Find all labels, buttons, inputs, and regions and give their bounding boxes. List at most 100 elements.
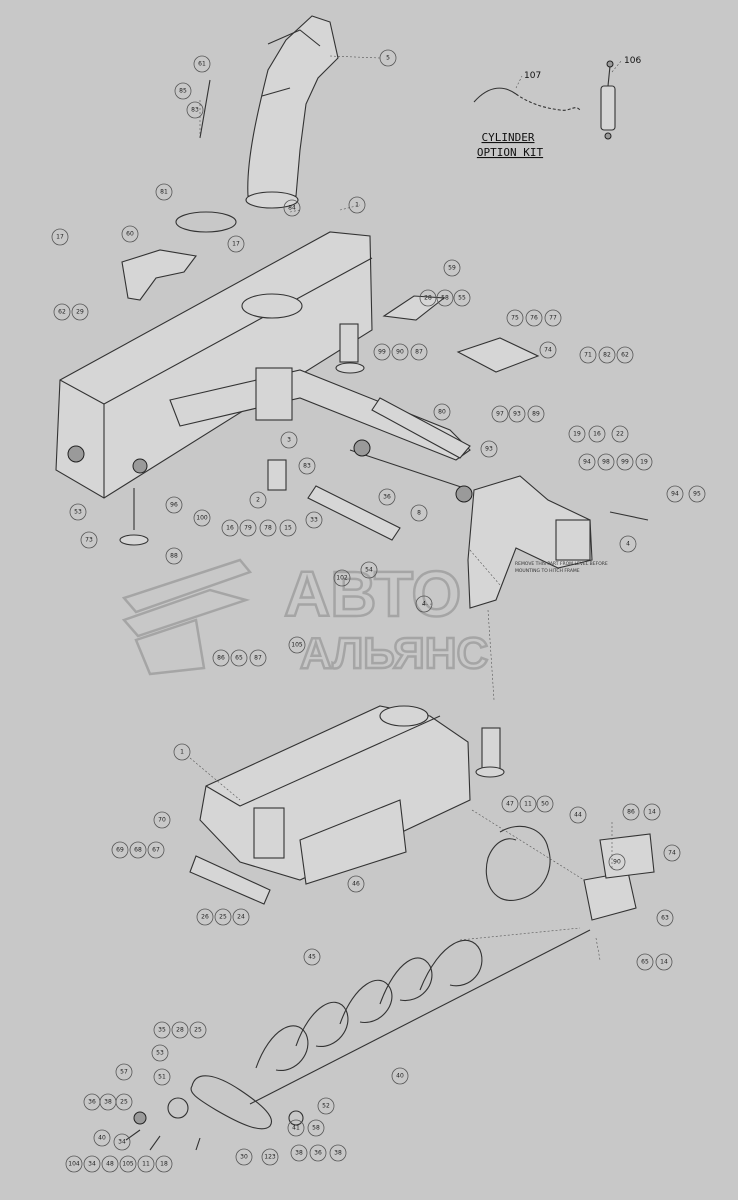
frame-tube (371, 397, 471, 459)
lower-bracket (253, 807, 285, 859)
callout-circle (165, 496, 183, 514)
callout-25: 25 (189, 1021, 207, 1039)
callout-86: 86 (622, 803, 640, 821)
callout-circle (373, 343, 391, 361)
callout-number: 95 (693, 491, 701, 498)
callout-4: 4 (619, 535, 637, 553)
callout-circle (410, 343, 428, 361)
callout-number: 88 (170, 553, 178, 560)
housing-chute-opening (241, 293, 303, 319)
callout-62: 62 (616, 346, 634, 364)
callout-circle (525, 309, 543, 327)
callout-52: 52 (317, 1097, 335, 1115)
callout-circle (249, 649, 267, 667)
callout-number: 1 (180, 749, 184, 756)
jack-stand-left (119, 488, 149, 546)
callout-number: 38 (334, 1150, 342, 1157)
callout-number: 90 (396, 349, 404, 356)
callout-82: 82 (598, 346, 616, 364)
callout-circle (119, 1155, 137, 1173)
callout-circle (93, 1129, 111, 1147)
callout-95: 95 (688, 485, 706, 503)
callout-33: 33 (305, 511, 323, 529)
callout-circle (151, 1044, 169, 1062)
callout-38: 38 (99, 1093, 117, 1111)
callout-number: 82 (603, 352, 611, 359)
assembly-note-line-1: REMOVE THIS PART FROM LEVEL BEFORE (515, 561, 608, 567)
callout-number: 28 (176, 1027, 184, 1034)
shield-cover (456, 337, 540, 373)
callout-circle (227, 235, 245, 253)
callout-99: 99 (616, 453, 634, 471)
callout-47: 47 (501, 795, 519, 813)
callout-circle (347, 875, 365, 893)
callout-89: 89 (527, 405, 545, 423)
inset-title-line-1: CYLINDER (482, 131, 535, 144)
callout-number: 102 (336, 575, 348, 582)
callout-circle (261, 1148, 279, 1166)
callout-61: 61 (193, 55, 211, 73)
callout-number: 94 (671, 491, 679, 498)
lower-frame (299, 799, 407, 885)
callout-76: 76 (525, 309, 543, 327)
callout-number: 71 (584, 352, 592, 359)
callout-90: 90 (608, 853, 626, 871)
callout-number: 15 (284, 525, 292, 532)
inset-part-label-107: 107 (524, 71, 541, 81)
callout-number: 61 (198, 61, 206, 68)
callout-38: 38 (290, 1144, 308, 1162)
callout-45: 45 (303, 948, 321, 966)
callout-circle (80, 531, 98, 549)
callout-17: 17 (51, 228, 69, 246)
callout-94: 94 (666, 485, 684, 503)
callout-circle (378, 488, 396, 506)
callout-36: 36 (309, 1144, 327, 1162)
callout-50: 50 (536, 795, 554, 813)
callout-19: 19 (635, 453, 653, 471)
callout-circle (598, 346, 616, 364)
callout-41: 41 (287, 1119, 305, 1137)
callout-number: 48 (106, 1161, 114, 1168)
callout-83: 83 (298, 457, 316, 475)
callout-circle (212, 649, 230, 667)
callout-number: 17 (56, 234, 64, 241)
main-housing-upper (55, 231, 373, 499)
callout-circle (239, 519, 257, 537)
callout-circle (235, 1148, 253, 1166)
callout-62: 62 (53, 303, 71, 321)
callout-circle (597, 453, 615, 471)
callout-circle (663, 844, 681, 862)
callout-circle (305, 511, 323, 529)
callout-circle (83, 1155, 101, 1173)
callout-number: 81 (160, 189, 168, 196)
callout-number: 52 (322, 1103, 330, 1110)
callout-73: 73 (80, 531, 98, 549)
callout-46: 46 (347, 875, 365, 893)
callout-circle (569, 806, 587, 824)
callout-71: 71 (579, 346, 597, 364)
callout-57: 57 (115, 1063, 133, 1081)
callout-circle (115, 1093, 133, 1111)
callout-circle (288, 636, 306, 654)
callout-30: 30 (235, 1148, 253, 1166)
callout-number: 58 (441, 295, 449, 302)
callout-number: 45 (308, 954, 316, 961)
callout-75: 75 (506, 309, 524, 327)
hydraulic-cylinder (600, 60, 616, 140)
callout-number: 14 (660, 959, 668, 966)
callout-number: 99 (378, 349, 386, 356)
callout-number: 65 (641, 959, 649, 966)
callout-54: 54 (360, 561, 378, 579)
callout-circle (71, 303, 89, 321)
hydraulic-hose (473, 87, 517, 103)
drive-belt (190, 1075, 272, 1130)
callout-circle (348, 196, 366, 214)
u-joint-rear (455, 485, 473, 503)
callout-84: 84 (283, 199, 301, 217)
auger-flights (255, 939, 483, 1071)
callout-circle (155, 183, 173, 201)
callout-circle (53, 303, 71, 321)
callout-51: 51 (153, 1068, 171, 1086)
callout-87: 87 (410, 343, 428, 361)
